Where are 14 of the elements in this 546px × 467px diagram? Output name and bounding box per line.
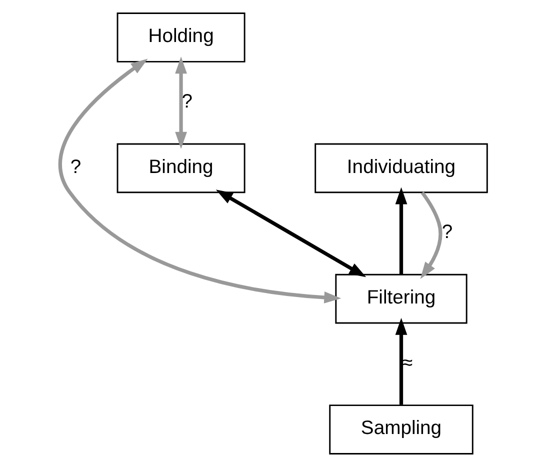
- edge-label: ?: [441, 221, 452, 244]
- arrow: [394, 318, 407, 405]
- node-box: Filtering: [334, 274, 467, 324]
- arrow: [174, 56, 186, 149]
- arrow: [215, 190, 366, 278]
- arrow: [420, 192, 442, 279]
- node-box: Individuating: [314, 143, 488, 194]
- arrow: [58, 58, 341, 304]
- node-box: Binding: [116, 143, 245, 194]
- node-box: Holding: [116, 12, 245, 62]
- node-box: Sampling: [328, 404, 473, 454]
- edge-label: ?: [70, 156, 81, 178]
- arrow: [394, 187, 407, 274]
- edge-label: ?: [181, 90, 192, 112]
